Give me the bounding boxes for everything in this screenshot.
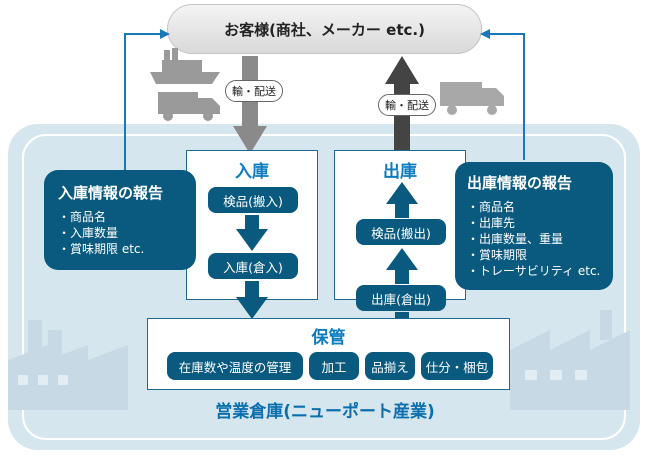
report-out-arrowhead-icon [480, 29, 490, 39]
report-out-list: ・商品名 ・出庫先 ・出庫数量、重量 ・賞味期限 ・トレーサビリティ etc. [467, 199, 601, 279]
warehouse-label: 営業倉庫(ニューポート産業) [215, 402, 435, 422]
factory-right-icon [510, 310, 630, 410]
inbound-step-1: 検品(搬入) [208, 187, 298, 213]
report-in-item: ・賞味期限 etc. [58, 242, 145, 256]
customer-label: お客様(商社、メーカー etc.) [224, 20, 425, 39]
report-in-title: 入庫情報の報告 [58, 184, 164, 202]
report-out-title: 出庫情報の報告 [467, 174, 573, 192]
customer-box: お客様(商社、メーカー etc.) [167, 4, 482, 54]
report-out-item: ・出庫数量、重量 [467, 232, 564, 246]
outbound-up-arrow-1-icon [386, 182, 418, 218]
inbound-down-arrow-1-icon [236, 215, 268, 251]
outbound-step-1: 検品(搬出) [356, 219, 446, 245]
storage-item-2: 加工 [309, 352, 359, 380]
outbound-base-stem-icon [395, 312, 409, 320]
report-in-list: ・商品名 ・入庫数量 ・賞味期限 etc. [58, 209, 182, 257]
report-in-arrowhead-icon [160, 29, 170, 39]
report-in-item: ・入庫数量 [58, 226, 119, 240]
inbound-down-arrow-2-icon [236, 281, 268, 319]
inbound-title: 入庫 [235, 162, 269, 182]
inbound-transport-arrow-icon [233, 56, 267, 154]
warehouse-inner-border [22, 134, 626, 440]
report-out-card: 出庫情報の報告 ・商品名 ・出庫先 ・出庫数量、重量 ・賞味期限 ・トレーサビリ… [455, 162, 613, 290]
truck-icon [440, 82, 504, 115]
outbound-title: 出庫 [383, 162, 417, 182]
report-out-item: ・トレーサビリティ etc. [467, 264, 601, 278]
storage-item-4: 仕分・梱包 [421, 352, 493, 380]
report-out-item: ・商品名 [467, 200, 516, 214]
inbound-step-2: 入庫(倉入) [208, 253, 298, 279]
transport-label-out: 輸・配送 [378, 94, 436, 116]
outbound-step-2: 出庫(倉出) [356, 285, 446, 311]
report-out-item: ・出庫先 [467, 216, 516, 230]
report-in-item: ・商品名 [58, 210, 107, 224]
outbound-up-arrow-2-icon [386, 248, 418, 284]
report-out-item: ・賞味期限 [467, 248, 528, 262]
factory-left-icon [8, 320, 128, 410]
report-in-card: 入庫情報の報告 ・商品名 ・入庫数量 ・賞味期限 etc. [44, 170, 196, 270]
storage-title: 保管 [311, 328, 346, 348]
ship-truck-icon [150, 48, 220, 121]
storage-item-3: 品揃え [365, 352, 415, 380]
storage-item-1: 在庫数や温度の管理 [167, 352, 303, 380]
transport-label-in: 輸・配送 [225, 80, 283, 102]
